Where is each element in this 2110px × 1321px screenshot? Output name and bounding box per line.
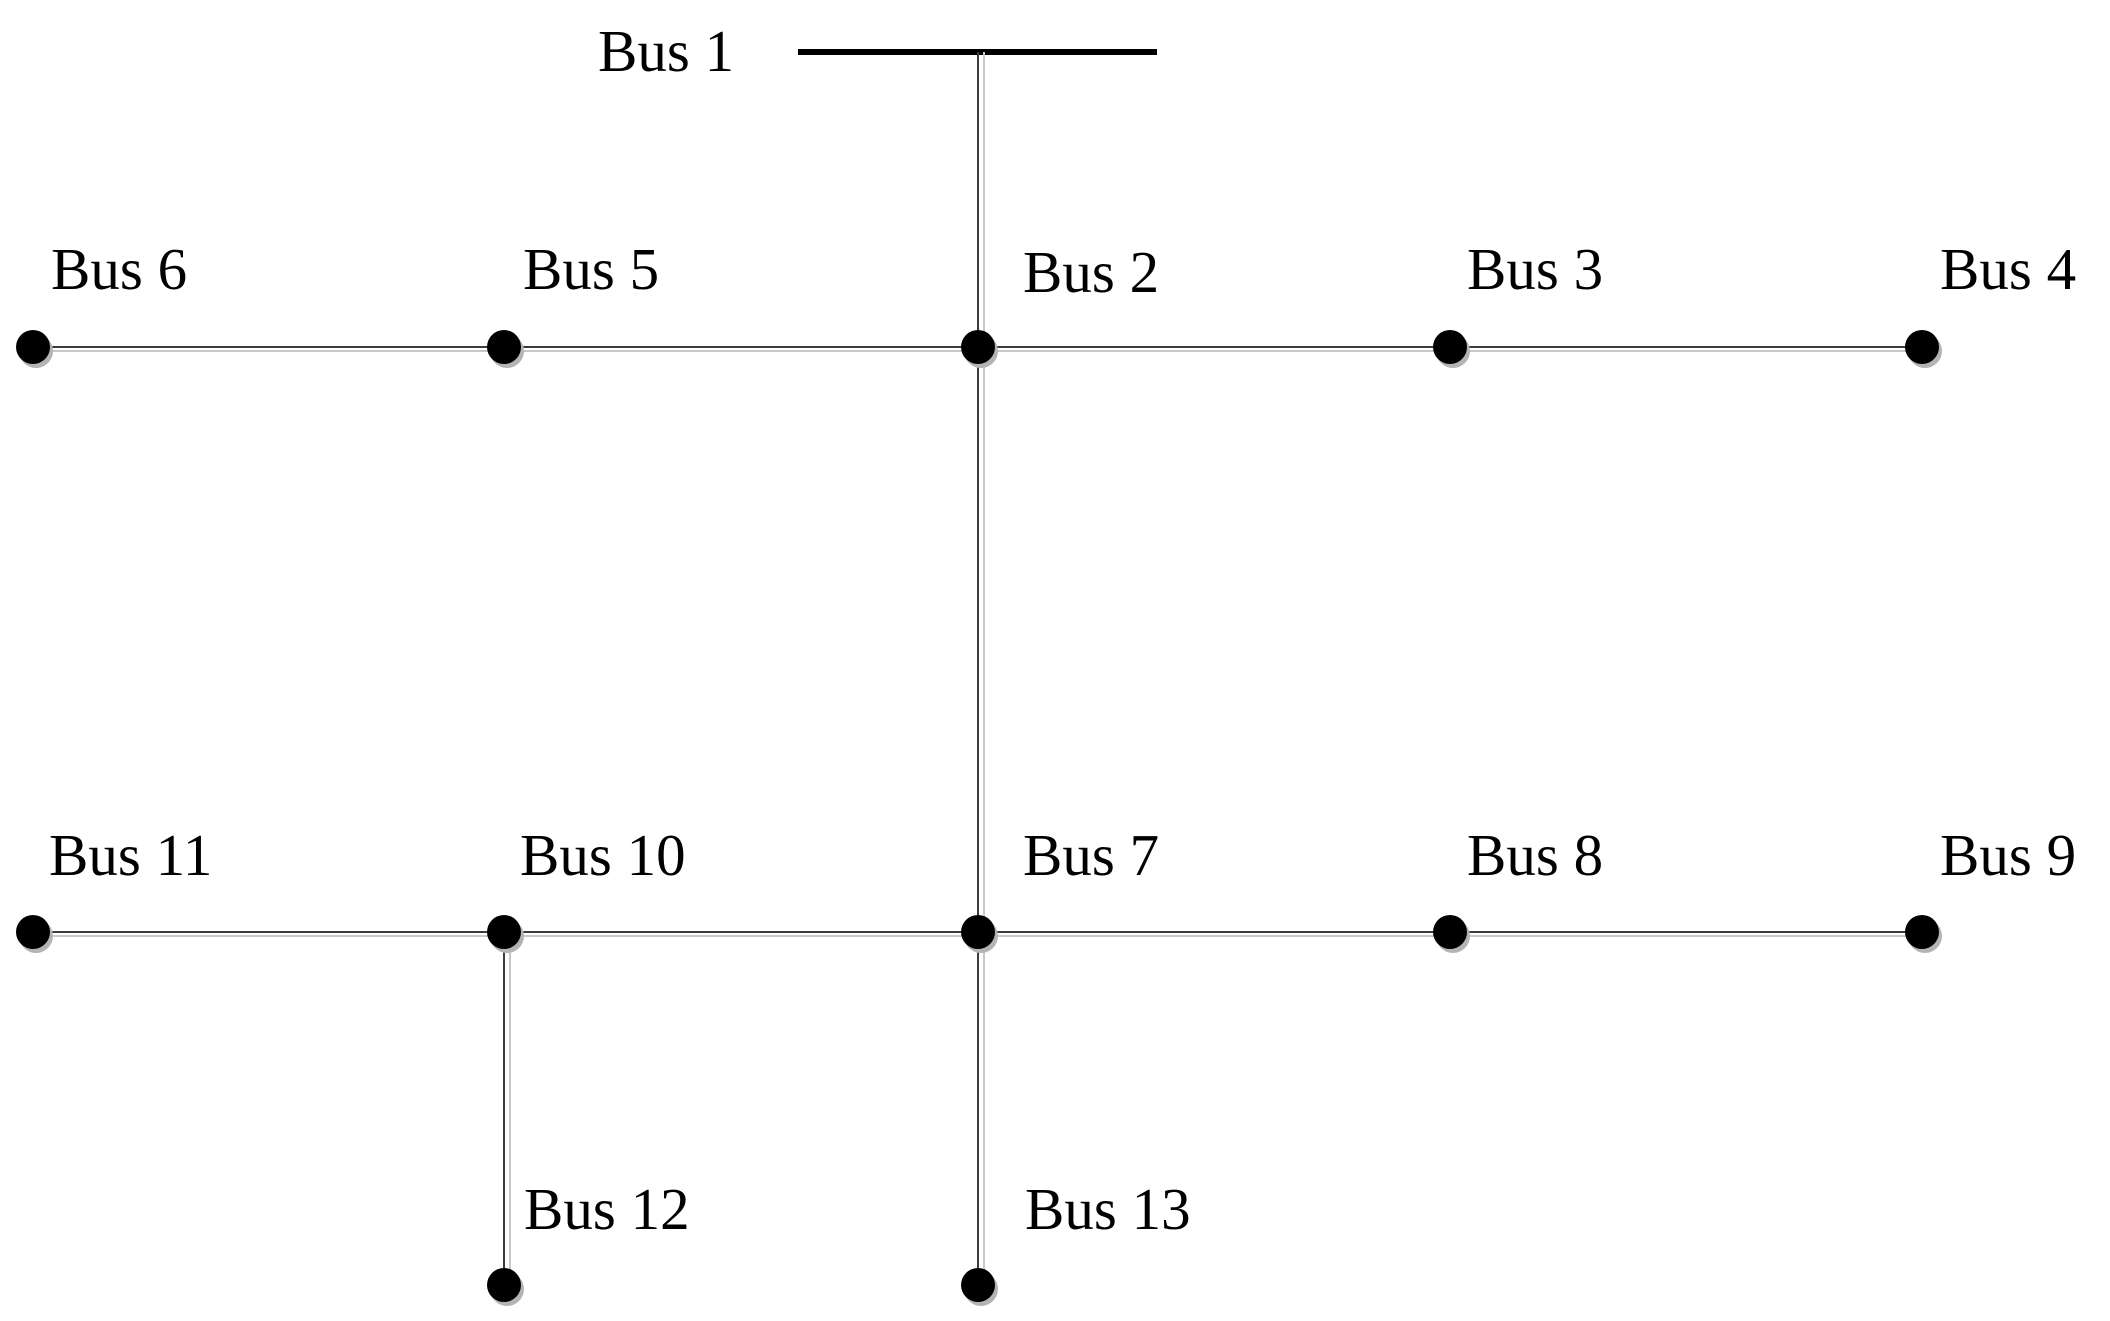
bus-label-2: Bus 2	[1023, 239, 1160, 305]
bus-label-10: Bus 10	[520, 822, 686, 888]
bus-label-3: Bus 3	[1467, 236, 1604, 302]
bus-node-5	[487, 330, 521, 364]
bus-label-4: Bus 4	[1940, 236, 2077, 302]
bus-label-13: Bus 13	[1025, 1176, 1191, 1242]
bus-node-6	[16, 330, 50, 364]
bus-label-6: Bus 6	[51, 236, 188, 302]
bus-label-11: Bus 11	[49, 822, 213, 888]
bus-label-1: Bus 1	[598, 18, 735, 84]
bus-label-7: Bus 7	[1023, 822, 1160, 888]
bus-node-8	[1433, 915, 1467, 949]
bus-node-10	[487, 915, 521, 949]
bus-node-9	[1905, 915, 1939, 949]
bus-node-11	[16, 915, 50, 949]
bus-node-2	[961, 330, 995, 364]
bus-label-5: Bus 5	[523, 236, 660, 302]
bus-label-8: Bus 8	[1467, 822, 1604, 888]
bus-node-12	[487, 1268, 521, 1302]
bus-node-13	[961, 1268, 995, 1302]
bus-node-7	[961, 915, 995, 949]
bus-node-3	[1433, 330, 1467, 364]
bus-node-4	[1905, 330, 1939, 364]
bus-label-12: Bus 12	[524, 1176, 690, 1242]
bus-label-9: Bus 9	[1940, 822, 2077, 888]
